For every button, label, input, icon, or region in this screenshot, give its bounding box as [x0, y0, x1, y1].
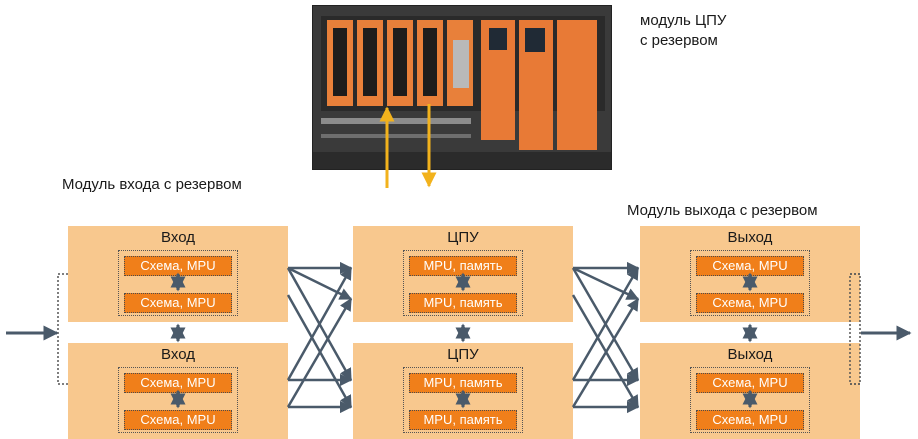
- chip-circuit-mpu: Схема, MPU: [124, 373, 232, 393]
- link-cpu-output: [571, 266, 640, 381]
- chip-circuit-mpu: Схема, MPU: [124, 256, 232, 276]
- block-title: Вход: [161, 346, 195, 363]
- redundancy-bracket: [118, 250, 238, 316]
- input-module-label: Модуль входа с резервом: [62, 176, 242, 193]
- link-cpu-output: [571, 267, 640, 382]
- chip-mpu-memory: MPU, память: [409, 293, 517, 313]
- cpu-block-bottom: ЦПУ MPU, память MPU, память: [353, 343, 573, 439]
- link-input-cpu: [287, 266, 353, 301]
- link-input-cpu: [286, 294, 353, 409]
- block-title: ЦПУ: [447, 229, 479, 246]
- redundancy-bracket: [690, 367, 810, 433]
- cpu-block-top: ЦПУ MPU, память MPU, память: [353, 226, 573, 322]
- chip-circuit-mpu: Схема, MPU: [124, 293, 232, 313]
- link-input-cpu: [286, 297, 353, 408]
- cpu-module-label-line1: модуль ЦПУ: [640, 12, 727, 29]
- chip-mpu-memory: MPU, память: [409, 256, 517, 276]
- chip-circuit-mpu: Схема, MPU: [696, 410, 804, 430]
- chip-circuit-mpu: Схема, MPU: [696, 256, 804, 276]
- chip-circuit-mpu: Схема, MPU: [124, 410, 232, 430]
- redundancy-bracket: [403, 250, 523, 316]
- output-module-label: Модуль выхода с резервом: [627, 202, 818, 219]
- redundancy-bracket: [118, 367, 238, 433]
- input-bus-bracket: [57, 273, 68, 385]
- chip-circuit-mpu: Схема, MPU: [696, 293, 804, 313]
- redundancy-bracket: [403, 367, 523, 433]
- link-cpu-output: [572, 266, 640, 301]
- output-block-bottom: Выход Схема, MPU Схема, MPU: [640, 343, 860, 439]
- link-input-cpu: [286, 266, 353, 381]
- plc-rack-image: [313, 6, 611, 169]
- redundancy-bracket: [690, 250, 810, 316]
- input-block-top: Вход Схема, MPU Схема, MPU: [68, 226, 288, 322]
- link-input-cpu: [286, 267, 353, 382]
- output-block-top: Выход Схема, MPU Схема, MPU: [640, 226, 860, 322]
- chip-mpu-memory: MPU, память: [409, 410, 517, 430]
- block-title: Выход: [727, 229, 773, 246]
- link-cpu-output: [571, 297, 640, 408]
- chip-circuit-mpu: Схема, MPU: [696, 373, 804, 393]
- block-title: Вход: [161, 229, 195, 246]
- link-cpu-output: [571, 294, 640, 409]
- chip-mpu-memory: MPU, память: [409, 373, 517, 393]
- plc-rack-photo: [312, 5, 612, 170]
- block-title: ЦПУ: [447, 346, 479, 363]
- input-block-bottom: Вход Схема, MPU Схема, MPU: [68, 343, 288, 439]
- block-title: Выход: [727, 346, 773, 363]
- cpu-module-label-line2: с резервом: [640, 32, 718, 49]
